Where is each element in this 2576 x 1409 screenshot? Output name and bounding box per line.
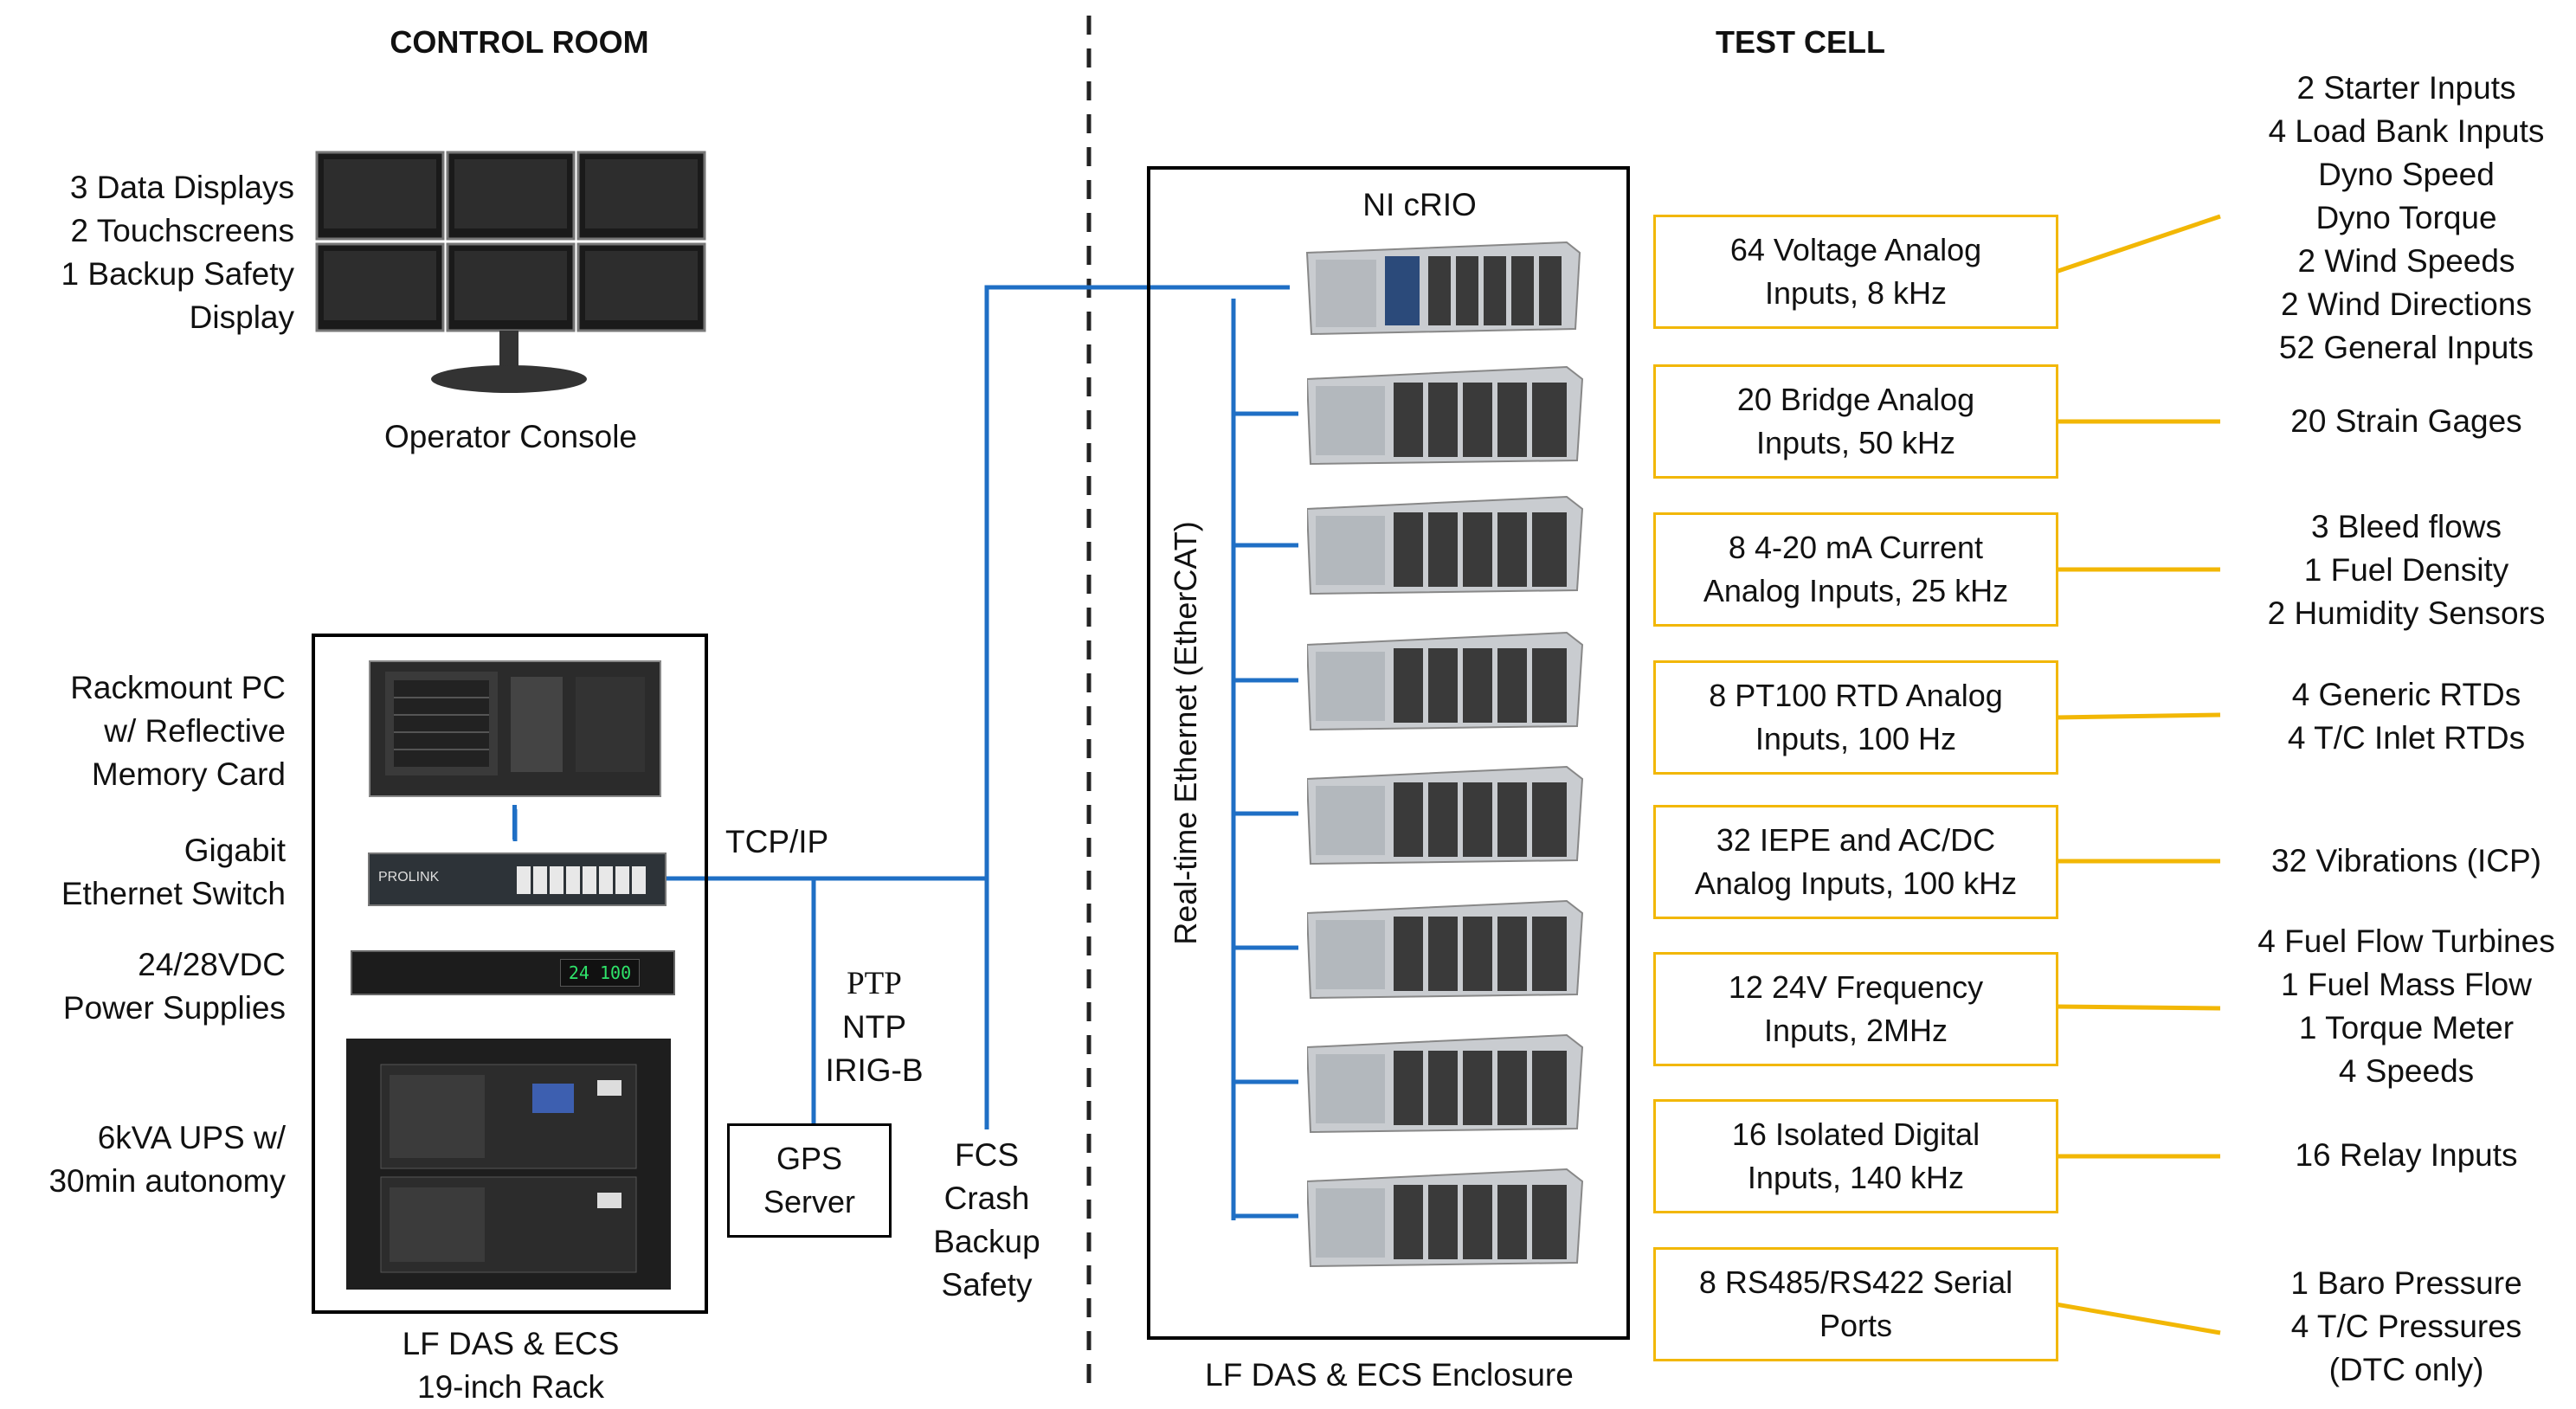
signal-list: 1 Baro Pressure 4 T/C Pressures (DTC onl… [2290,1265,2522,1387]
expansion-chassis-3 [1307,631,1584,731]
console-description: 3 Data Displays 2 Touchscreens 1 Backup … [61,170,294,335]
rack-item-psu-label: 24/28VDC Power Supplies [62,947,286,1026]
ethernet-wires [512,285,1298,1220]
rack-caption: LF DAS & ECS 19-inch Rack [402,1326,620,1405]
power-supply-image: 24 100 [351,950,675,995]
signal-list: 20 Strain Gages [2290,403,2522,439]
monitor-wall-image [315,151,706,393]
sync-protocols: PTP NTP IRIG-B [825,966,924,1088]
signal-list: 4 Generic RTDs 4 T/C Inlet RTDs [2287,677,2526,756]
psu-display: 24 100 [560,959,640,987]
control-room-header: CONTROL ROOM [390,24,649,60]
expansion-chassis-7 [1307,1168,1584,1268]
expansion-chassis-4 [1307,765,1584,865]
pc-switch-link [512,805,517,840]
crio-controller-image [1305,241,1581,336]
tcpip-label: TCP/IP [725,824,829,859]
signal-list: 2 Starter Inputs 4 Load Bank Inputs Dyno… [2268,70,2545,365]
ethercat-bus-label: Real-time Ethernet (EtherCAT) [1168,521,1203,945]
rack-box [312,634,708,1314]
fcs-label: FCS Crash Backup Safety [933,1137,1040,1303]
expansion-chassis-2 [1307,495,1584,595]
switch-brand: PROLINK [378,870,440,885]
expansion-chassis-1 [1307,365,1584,466]
expansion-chassis-5 [1307,899,1584,1000]
rack-item-switch-label: Gigabit Ethernet Switch [61,833,286,911]
rack-item-ups-label: 6kVA UPS w/ 30min autonomy [48,1120,286,1199]
signal-list: 16 Relay Inputs [2295,1137,2518,1173]
crio-label: NI cRIO [1362,187,1477,222]
signal-wires [2055,214,2221,1335]
expansion-chassis-6 [1307,1033,1584,1134]
ethernet-switch-image: PROLINK [368,852,667,906]
signal-list: 3 Bleed flows 1 Fuel Density 2 Humidity … [2267,509,2546,631]
test-cell-header: TEST CELL [1716,24,1885,60]
rack-item-pc-label: Rackmount PC w/ Reflective Memory Card [70,670,286,792]
enclosure-box [1147,166,1630,1340]
signal-list: 32 Vibrations (ICP) [2271,843,2541,878]
enclosure-caption: LF DAS & ECS Enclosure [1205,1357,1574,1393]
gps-server-box: GPS Server [727,1123,892,1238]
signal-list: 4 Fuel Flow Turbines 1 Fuel Mass Flow 1 … [2257,923,2555,1089]
ups-image [346,1039,671,1290]
operator-console-caption: Operator Console [383,419,638,454]
rackmount-pc-image [369,660,661,797]
switch-ports [517,866,647,894]
